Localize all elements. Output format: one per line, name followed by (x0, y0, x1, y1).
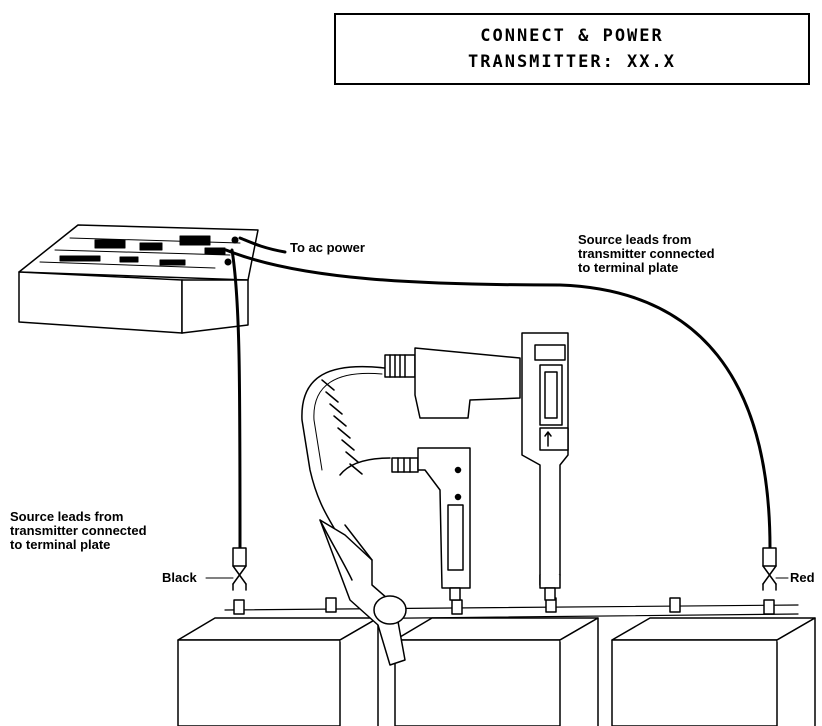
display-line-1: CONNECT & POWER (480, 26, 664, 46)
transmitter-display: CONNECT & POWER TRANSMITTER: XX.X (334, 13, 810, 85)
cables (224, 236, 772, 550)
battery-right (611, 617, 816, 726)
red-clip (762, 547, 777, 591)
black-lead (230, 248, 242, 550)
source-leads-label-left: Source leads from transmitter connected … (10, 509, 147, 552)
display-line-2: TRANSMITTER: XX.X (468, 52, 676, 72)
battery-middle (394, 617, 599, 726)
multimeter-probe (521, 332, 569, 601)
red-lead-label: Red (790, 570, 815, 585)
battery-left (177, 617, 379, 726)
transmitter-unit (18, 224, 259, 334)
ac-power-label: To ac power (290, 240, 365, 255)
coiled-cord (301, 365, 391, 536)
red-lead (224, 248, 772, 550)
pistol-probe-upper (384, 347, 521, 419)
current-clamp (319, 519, 407, 666)
black-clip (232, 547, 247, 591)
black-lead-label: Black (162, 570, 197, 585)
pistol-probe-lower (391, 447, 471, 601)
ac-power-cable (238, 236, 287, 254)
source-leads-label-right: Source leads from transmitter connected … (578, 232, 715, 275)
battery-posts (233, 597, 775, 615)
